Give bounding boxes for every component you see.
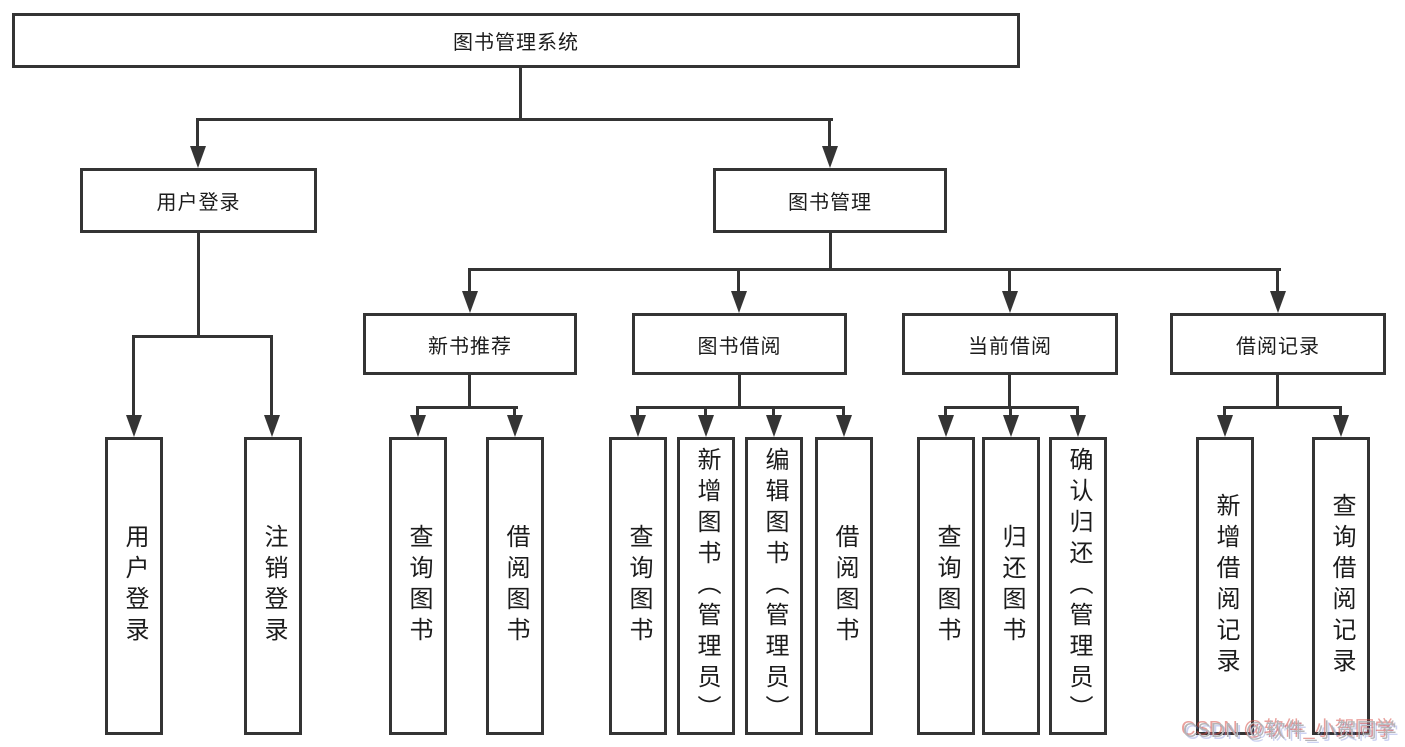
node-label: 当前借阅 [968, 335, 1052, 358]
connector-line [944, 406, 947, 416]
node-label: 归还图书 [998, 524, 1025, 648]
arrowhead-icon [264, 415, 280, 437]
node-library-management-system: 图书管理系统 [12, 13, 1020, 68]
node-label: 新增借阅记录 [1212, 493, 1239, 679]
arrowhead-icon [462, 291, 478, 313]
arrowhead-icon [1333, 415, 1349, 437]
connector-line [196, 118, 833, 121]
arrowhead-icon [731, 291, 747, 313]
arrowhead-icon [410, 415, 426, 437]
connector-line [519, 68, 522, 120]
connector-line [132, 335, 135, 415]
connector-line [737, 268, 740, 292]
leaf-query-books-borrow: 查询图书 [609, 437, 667, 735]
leaf-borrow-books: 借阅图书 [815, 437, 873, 735]
node-label: 新书推荐 [428, 335, 512, 358]
node-label: 查询图书 [625, 524, 652, 648]
arrowhead-icon [1270, 291, 1286, 313]
leaf-borrow-books-recommend: 借阅图书 [486, 437, 544, 735]
leaf-confirm-return-admin: 确认归还（管理员） [1049, 437, 1107, 735]
connector-line [636, 406, 845, 409]
node-book-management: 图书管理 [713, 168, 947, 233]
node-new-book-recommend: 新书推荐 [363, 313, 577, 375]
arrowhead-icon [190, 146, 206, 168]
node-label: 用户登录 [121, 524, 148, 648]
leaf-query-books-recommend: 查询图书 [389, 437, 447, 735]
connector-line [1008, 268, 1011, 292]
node-label: 注销登录 [260, 524, 287, 648]
connector-line [1223, 406, 1226, 416]
connector-line [468, 268, 1281, 271]
connector-line [197, 233, 200, 335]
node-current-borrow: 当前借阅 [902, 313, 1118, 375]
leaf-user-login: 用户登录 [105, 437, 163, 735]
leaf-add-books-admin: 新增图书（管理员） [677, 437, 735, 735]
node-label: 图书管理系统 [453, 32, 579, 54]
connector-line [1276, 268, 1279, 292]
leaf-query-borrow-record: 查询借阅记录 [1312, 437, 1370, 735]
connector-line [1009, 406, 1012, 416]
arrowhead-icon [938, 415, 954, 437]
arrowhead-icon [836, 415, 852, 437]
arrowhead-icon [1217, 415, 1233, 437]
connector-line [1339, 406, 1342, 416]
connector-line [1008, 375, 1011, 408]
connector-line [270, 335, 273, 415]
leaf-add-borrow-record: 新增借阅记录 [1196, 437, 1254, 735]
node-label: 图书管理 [788, 192, 872, 214]
node-label: 借阅图书 [502, 524, 529, 648]
connector-line [468, 268, 471, 292]
connector-line [416, 406, 518, 409]
connector-line [828, 118, 831, 148]
csdn-watermark: CSDN @软件_小贺同学 [1183, 720, 1397, 742]
node-label: 用户登录 [156, 192, 241, 214]
arrowhead-icon [126, 415, 142, 437]
arrowhead-icon [507, 415, 523, 437]
node-book-borrow: 图书借阅 [632, 313, 847, 375]
arrowhead-icon [1002, 291, 1018, 313]
node-label: 查询借阅记录 [1328, 493, 1355, 679]
connector-line [772, 406, 775, 416]
connector-line [636, 406, 639, 416]
connector-line [196, 118, 199, 148]
node-label: 借阅图书 [831, 524, 858, 648]
node-label: 查询图书 [933, 524, 960, 648]
arrowhead-icon [698, 415, 714, 437]
connector-line [1276, 375, 1279, 408]
connector-line [468, 375, 471, 408]
connector-line [842, 406, 845, 416]
leaf-return-books: 归还图书 [982, 437, 1040, 735]
connector-line [513, 406, 516, 416]
node-label: 查询图书 [405, 524, 432, 648]
node-label: 图书借阅 [697, 335, 782, 358]
node-user-login: 用户登录 [80, 168, 317, 233]
node-label: 确认归还（管理员） [1065, 446, 1092, 726]
arrowhead-icon [630, 415, 646, 437]
leaf-edit-books-admin: 编辑图书（管理员） [745, 437, 803, 735]
leaf-query-books-current: 查询图书 [917, 437, 975, 735]
connector-line [1076, 406, 1079, 416]
connector-line [1223, 406, 1342, 409]
connector-line [738, 375, 741, 408]
node-label: 借阅记录 [1236, 335, 1320, 358]
arrowhead-icon [822, 146, 838, 168]
arrowhead-icon [766, 415, 782, 437]
node-label: 新增图书（管理员） [693, 446, 720, 726]
leaf-logout-login: 注销登录 [244, 437, 302, 735]
connector-line [416, 406, 419, 416]
arrowhead-icon [1003, 415, 1019, 437]
node-label: 编辑图书（管理员） [761, 446, 788, 726]
node-borrow-records: 借阅记录 [1170, 313, 1386, 375]
connector-line [132, 335, 273, 338]
connector-line [704, 406, 707, 416]
arrowhead-icon [1070, 415, 1086, 437]
connector-line [829, 233, 832, 271]
